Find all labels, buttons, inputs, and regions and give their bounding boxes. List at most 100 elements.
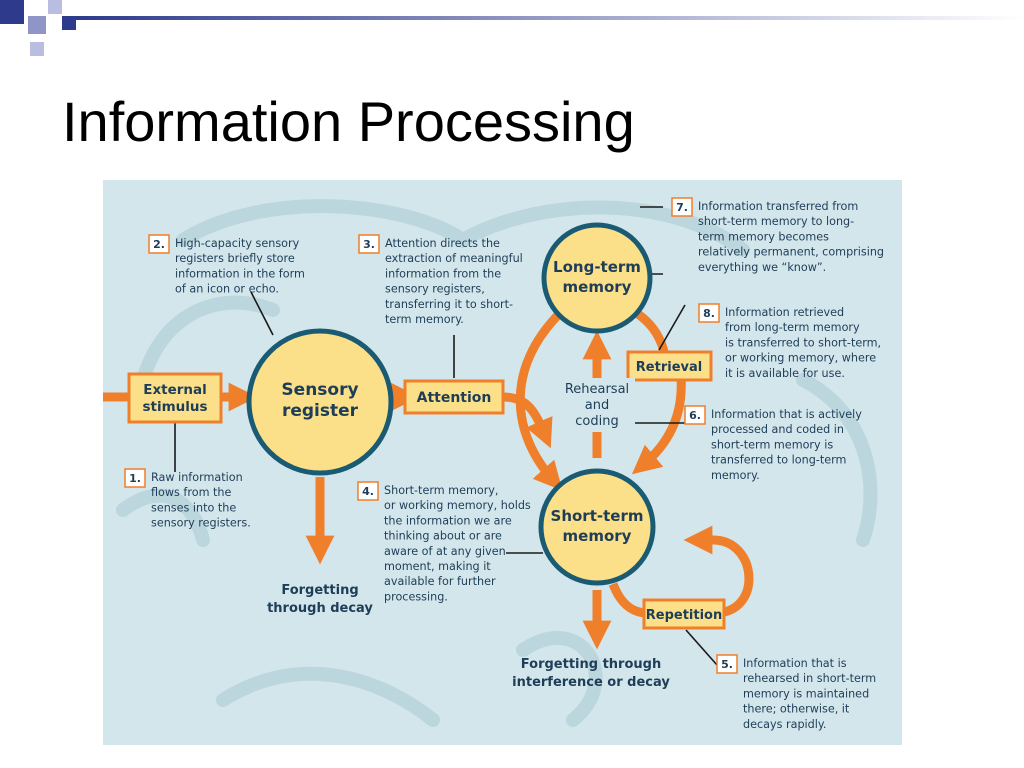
forgetting-decay-line-1: Forgetting — [281, 583, 358, 598]
note-number: 2. — [153, 238, 165, 251]
decor-square — [30, 42, 44, 56]
note-text-line: rehearsed in short-term — [743, 672, 876, 685]
numbered-notes: 1. Raw information flows from the senses in… — [124, 197, 884, 731]
note-text-line: Information that is — [743, 657, 847, 670]
arrow-ltm-to-stm-left — [515, 308, 565, 491]
note-text-line: Attention directs the — [385, 237, 500, 250]
note-text-line: thinking about or are — [384, 530, 502, 543]
attention-box: Attention — [403, 379, 505, 415]
note-1: 1. Raw information flows from the senses in… — [124, 468, 251, 530]
note-text-line: extraction of meaningful — [385, 252, 523, 265]
note-text-line: everything we “know”. — [698, 261, 826, 274]
note-text-line: information in the form — [175, 267, 305, 280]
note-text-line: senses into the — [151, 501, 236, 514]
note-text-line: Short-term memory, — [384, 484, 499, 497]
arrow-repetition-loop — [683, 525, 754, 618]
arrow-attention-to-stm — [502, 392, 553, 449]
note-text-line: transferred to long-term — [711, 454, 846, 467]
note-text-line: flows from the — [151, 486, 231, 499]
note-text-line: Raw information — [151, 471, 243, 484]
retrieval-label: Retrieval — [636, 360, 702, 375]
note-text-line: sensory registers, — [385, 283, 485, 296]
brain-background — [116, 199, 878, 727]
sensory-register-line-2: register — [282, 401, 359, 421]
attention-label: Attention — [417, 390, 492, 406]
long-term-memory-node: Long-term memory — [541, 222, 653, 334]
note-text-line: the information we are — [384, 514, 512, 527]
rehearsal-line-1: Rehearsal — [565, 382, 629, 397]
note-5: 5. Information that is rehearsed in short-… — [716, 654, 876, 731]
note-number-box — [671, 197, 693, 217]
note-number: 5. — [721, 658, 733, 671]
note-6: 6.Information that is activelyprocessed … — [684, 405, 862, 482]
stm-line-2: memory — [563, 527, 632, 545]
note-text-line: processing. — [384, 590, 448, 603]
note-text-line: term memory. — [385, 313, 464, 326]
note-text-line: or working memory, where — [725, 352, 876, 365]
note-text-line: transferring it to short- — [385, 298, 513, 311]
note-number: 7. — [676, 201, 688, 214]
note-number-box — [124, 468, 146, 488]
note-number: 6. — [689, 409, 701, 422]
rehearsal-line-3: coding — [575, 414, 618, 429]
rehearsal-coding-label: Rehearsal and coding — [559, 378, 635, 432]
note-number-box — [698, 303, 720, 323]
external-stimulus-line-1: External — [143, 382, 207, 398]
note-text-line: or working memory, holds — [384, 499, 531, 512]
sensory-register-line-1: Sensory — [281, 380, 358, 400]
note-3: 3. Attention directs the extraction of mea… — [358, 234, 523, 326]
information-processing-diagram: External stimulus Sensory register Atten… — [103, 180, 902, 745]
note-text-line: there; otherwise, it — [743, 703, 850, 716]
note-number-box — [358, 234, 380, 254]
stm-line-1: Short-term — [551, 507, 644, 525]
decor-square — [62, 16, 76, 30]
ltm-line-2: memory — [563, 278, 632, 296]
note-text-line: from long-term memory — [725, 321, 860, 334]
note-text-line: memory is maintained — [743, 687, 869, 700]
note-number-box — [684, 405, 706, 425]
title-bar-decoration — [0, 0, 1024, 60]
note-number: 3. — [363, 238, 375, 251]
note-text-line: term memory becomes — [698, 230, 829, 243]
external-stimulus-box: External stimulus — [127, 372, 223, 424]
note-text-line: decays rapidly. — [743, 718, 826, 731]
forgetting-decay-label: Forgetting through decay — [267, 583, 373, 616]
title-rule — [76, 16, 1024, 20]
slide-title: Information Processing — [62, 90, 635, 153]
note-text-line: processed and coded in — [711, 423, 844, 436]
decor-square — [0, 0, 24, 24]
note-text-line: of an icon or echo. — [175, 283, 279, 296]
decor-square — [48, 0, 62, 14]
forgetting-interference-label: Forgetting through interference or decay — [512, 657, 670, 690]
note-text-line: Information transferred from — [698, 200, 858, 213]
retrieval-box: Retrieval — [626, 350, 713, 382]
sensory-register-node: Sensory register — [246, 328, 394, 476]
note-number: 1. — [129, 472, 141, 485]
leader-lines — [174, 206, 718, 666]
note-4: 4. Short-term memory, or working memory, h… — [357, 481, 531, 603]
forgetting-interference-line-2: interference or decay — [512, 675, 670, 690]
short-term-memory-node: Short-term memory — [538, 468, 656, 586]
forgetting-decay-line-2: through decay — [267, 601, 373, 616]
note-text-line: Information retrieved — [725, 306, 844, 319]
repetition-label: Repetition — [646, 608, 722, 623]
ltm-line-1: Long-term — [553, 258, 641, 276]
note-number-box — [716, 654, 738, 674]
note-text-line: it is available for use. — [725, 367, 845, 380]
rehearsal-line-2: and — [585, 398, 609, 413]
note-text-line: available for further — [384, 575, 496, 588]
note-text-line: High-capacity sensory — [175, 237, 300, 250]
note-number-box — [148, 234, 170, 254]
repetition-box: Repetition — [642, 598, 726, 630]
note-number: 4. — [362, 485, 374, 498]
note-text-line: sensory registers. — [151, 517, 251, 530]
note-number-box — [357, 481, 379, 501]
note-text-line: information from the — [385, 267, 501, 280]
note-text-line: short-term memory is — [711, 438, 833, 451]
note-text-line: relatively permanent, comprising — [698, 246, 884, 259]
arrow-retrieval-to-stm — [631, 377, 686, 475]
note-text-line: moment, making it — [384, 560, 491, 573]
decor-square — [28, 16, 46, 34]
external-stimulus-line-2: stimulus — [142, 399, 207, 415]
